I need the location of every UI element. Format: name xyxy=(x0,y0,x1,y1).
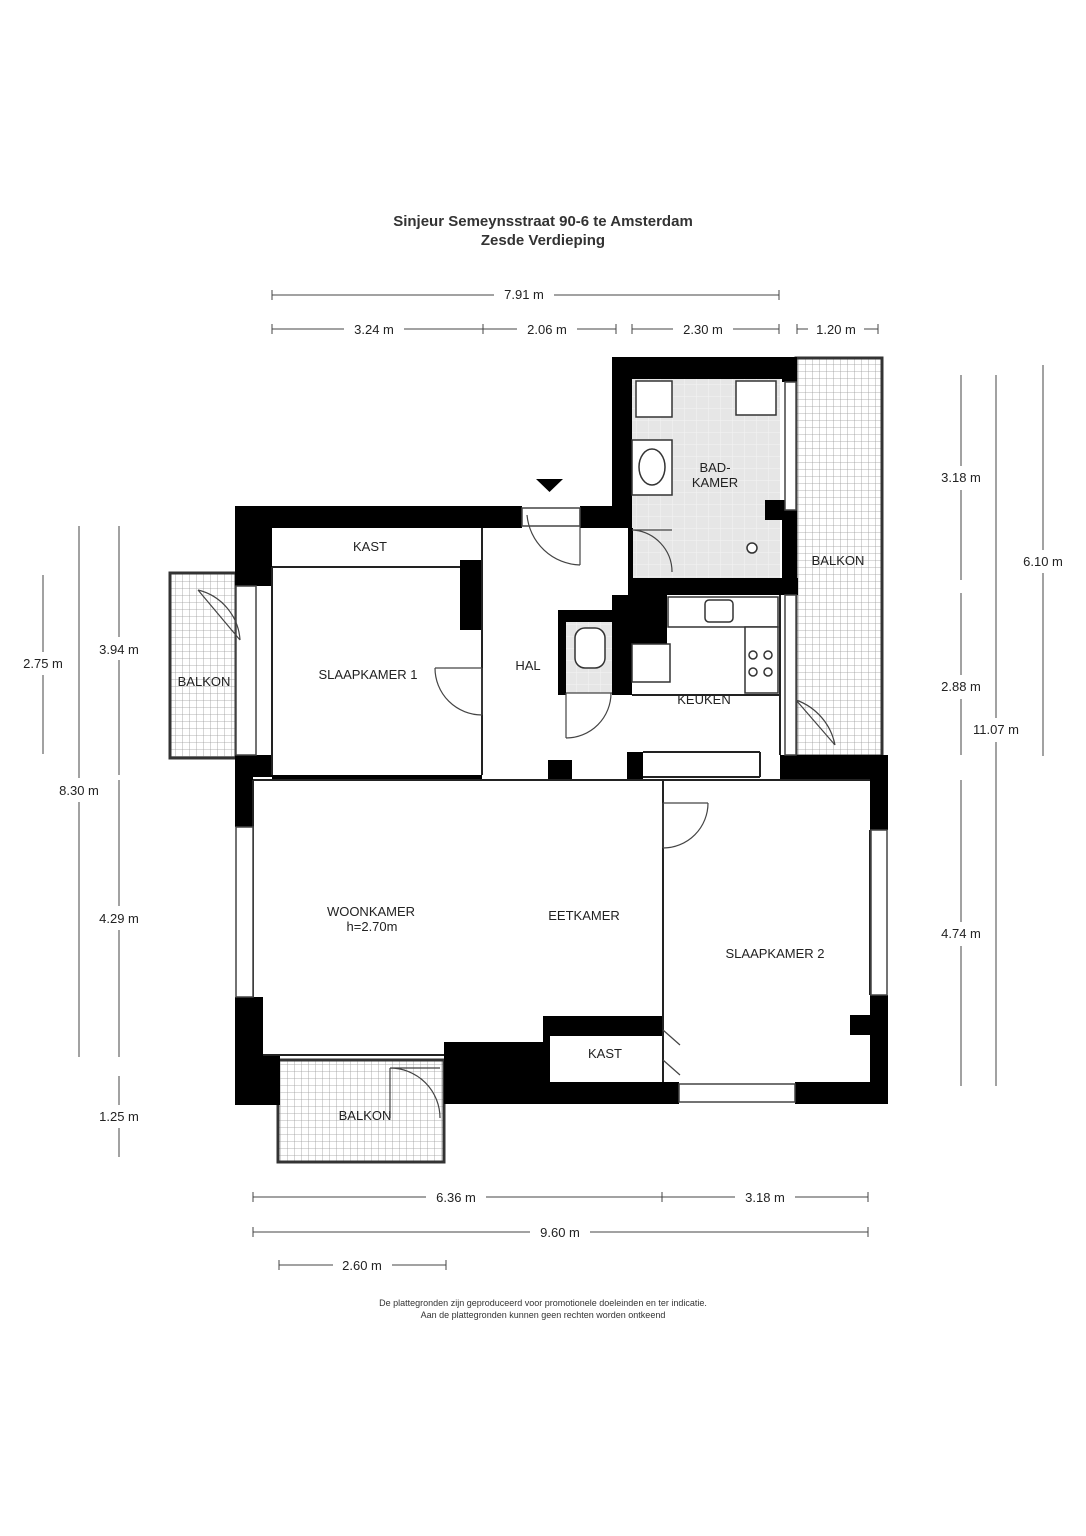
balcony-bottom xyxy=(276,1058,446,1164)
entrance-arrow-icon xyxy=(536,479,563,492)
dim-top-4: 1.20 m xyxy=(816,322,856,337)
room-label-badkamer-1: BAD- xyxy=(699,460,730,475)
room-label-slaapkamer-1: SLAAPKAMER 1 xyxy=(319,667,418,682)
dim-right-b: 6.10 m xyxy=(1023,554,1063,569)
dim-bottom-total: 9.60 m xyxy=(540,1225,580,1240)
dim-right-c: 2.88 m xyxy=(941,679,981,694)
dim-right-total: 11.07 m xyxy=(973,722,1019,737)
dim-left-d: 1.25 m xyxy=(99,1109,139,1124)
dim-left-a: 2.75 m xyxy=(23,656,63,671)
plan-subtitle: Zesde Verdieping xyxy=(480,232,606,249)
room-label-balkon-left: BALKON xyxy=(178,674,231,689)
room-label-woonkamer: WOONKAMER xyxy=(327,904,415,919)
bathroom-fixtures xyxy=(574,380,777,669)
room-label-keuken: KEUKEN xyxy=(677,692,730,707)
room-label-slaapkamer-2: SLAAPKAMER 2 xyxy=(726,946,825,961)
walls xyxy=(235,357,888,1105)
dim-left-total: 8.30 m xyxy=(59,783,99,798)
room-label-badkamer-2: KAMER xyxy=(692,475,738,490)
dim-right-d: 4.74 m xyxy=(941,926,981,941)
room-label-kast-bottom: KAST xyxy=(588,1046,622,1061)
room-label-woonkamer-height: h=2.70m xyxy=(347,919,398,934)
room-label-hal: HAL xyxy=(515,658,540,673)
disclaimer-line-1: De plattegronden zijn geproduceerd voor … xyxy=(379,1298,707,1308)
dim-bottom-balkon: 2.60 m xyxy=(342,1258,382,1273)
room-label-balkon-bottom: BALKON xyxy=(339,1108,392,1123)
balcony-left xyxy=(168,571,238,760)
disclaimer-line-2: Aan de plattegronden kunnen geen rechten… xyxy=(420,1310,666,1320)
dim-top-2: 2.06 m xyxy=(527,322,567,337)
room-label-eetkamer: EETKAMER xyxy=(548,908,620,923)
dim-bottom-1: 6.36 m xyxy=(436,1190,476,1205)
dim-right-a: 3.18 m xyxy=(941,470,981,485)
room-label-balkon-right: BALKON xyxy=(812,553,865,568)
dim-left-b: 3.94 m xyxy=(99,642,139,657)
balcony-right xyxy=(794,356,884,758)
door-swings xyxy=(197,510,836,1119)
interior-lines xyxy=(252,528,871,1082)
dimension-lines xyxy=(42,290,1044,1270)
dim-top-3: 2.30 m xyxy=(683,322,723,337)
kitchen-counter xyxy=(631,596,779,694)
dim-top-total: 7.91 m xyxy=(504,287,544,302)
windows xyxy=(235,381,888,1103)
plan-title: Sinjeur Semeynsstraat 90-6 te Amsterdam xyxy=(393,213,693,230)
dim-bottom-2: 3.18 m xyxy=(745,1190,785,1205)
dim-left-c: 4.29 m xyxy=(99,911,139,926)
room-label-kast-top: KAST xyxy=(353,539,387,554)
dim-top-1: 3.24 m xyxy=(354,322,394,337)
